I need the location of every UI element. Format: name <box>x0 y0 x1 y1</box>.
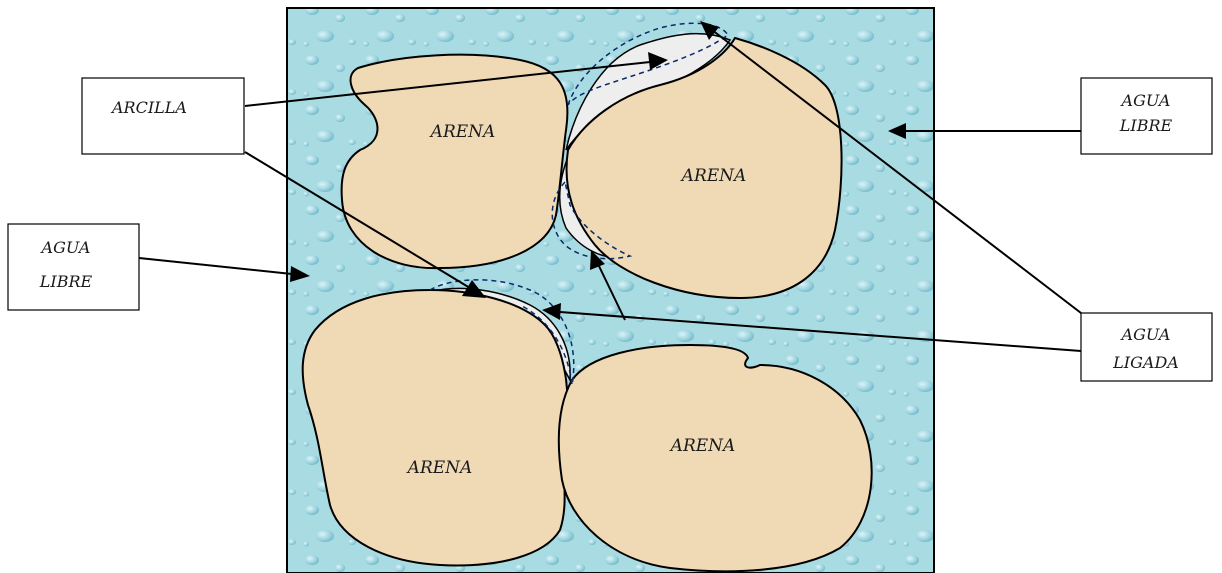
label-agua-libre-right-line1: AGUA <box>1120 91 1171 110</box>
label-box-agua-libre-left <box>8 224 139 310</box>
label-arena-top-right: ARENA <box>680 166 747 186</box>
label-arena-bottom-right: ARENA <box>669 436 736 456</box>
label-agua-libre-right-line2: LIBRE <box>1119 116 1173 135</box>
label-arena-top-left: ARENA <box>429 122 496 142</box>
label-arcilla: ARCILLA <box>110 98 187 117</box>
label-arena-bottom-left: ARENA <box>406 458 473 478</box>
label-agua-ligada-line1: AGUA <box>1120 325 1171 344</box>
sand-grain-bottom-left <box>303 290 568 565</box>
label-agua-ligada-line2: LIGADA <box>1112 353 1179 372</box>
label-agua-libre-left-line1: AGUA <box>40 238 91 257</box>
arrow-agua-libre-left <box>139 258 310 282</box>
label-agua-libre-left-line2: LIBRE <box>39 272 93 291</box>
sand-grain-top-left <box>342 55 568 268</box>
